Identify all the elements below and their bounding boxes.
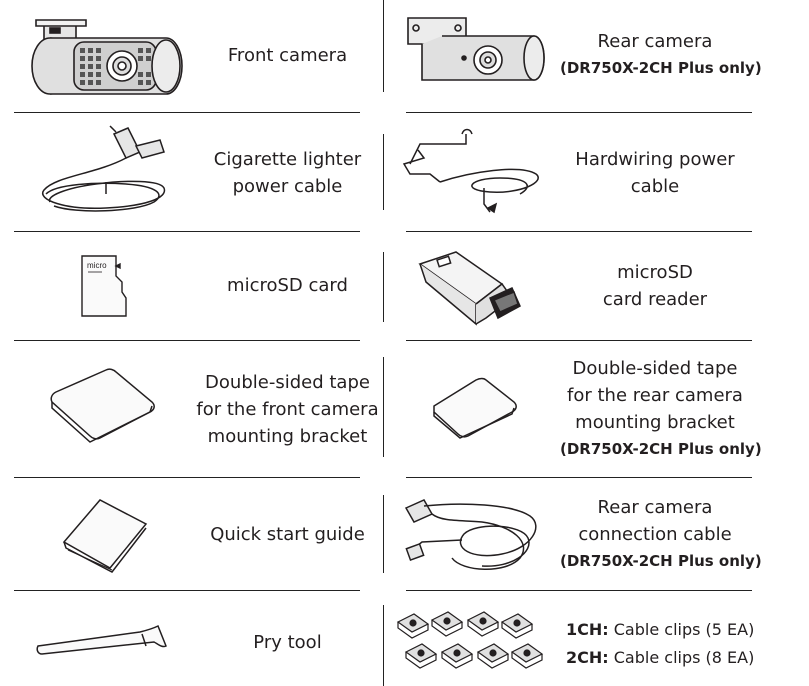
- pry-tool-label: Pry tool: [200, 629, 375, 656]
- tape-rear-icon: [430, 376, 520, 442]
- column-divider: [383, 357, 384, 457]
- column-divider: [383, 0, 384, 92]
- row-divider: [406, 231, 752, 232]
- label-line: cable: [630, 176, 680, 197]
- column-divider: [383, 134, 384, 210]
- label-line: Quick start guide: [210, 524, 365, 545]
- quick-start-guide-icon: [60, 498, 150, 573]
- microsd-card-icon: micro: [80, 254, 128, 318]
- column-divider: [383, 605, 384, 686]
- clips-2ch-prefix: 2CH:: [566, 648, 609, 667]
- label-line: Cigarette lighter: [213, 149, 362, 170]
- clips-2ch-text: Cable clips (8 EA): [608, 648, 755, 667]
- cable-clips-icon: [394, 611, 552, 674]
- label-line: Hardwiring power: [575, 149, 735, 170]
- hardwiring-cable-label: Hardwiring power cable: [560, 146, 750, 200]
- label-line: Rear camera: [597, 497, 713, 518]
- cable-clips-label: 1CH: Cable clips (5 EA) 2CH: Cable clips…: [566, 616, 754, 672]
- row-divider: [406, 477, 752, 478]
- row-divider: [406, 590, 752, 591]
- clips-1ch-text: Cable clips (5 EA): [608, 620, 755, 639]
- cigarette-lighter-cable-icon: [36, 124, 176, 224]
- tape-rear-label: Double-sided tape for the rear camera mo…: [560, 355, 762, 463]
- model-note: (DR750X-2CH Plus only): [560, 59, 762, 77]
- label-line: mounting bracket: [207, 426, 368, 447]
- row-divider: [14, 590, 360, 591]
- row-divider: [406, 112, 752, 113]
- label-line: Rear camera: [597, 31, 713, 52]
- label-line: Front camera: [227, 45, 348, 66]
- microsd-logo-text: micro: [87, 261, 107, 270]
- label-line: microSD: [617, 262, 693, 283]
- row-divider: [14, 112, 360, 113]
- rear-camera-icon: [402, 14, 547, 86]
- rear-connection-cable-icon: [402, 492, 542, 582]
- label-line: Pry tool: [253, 632, 322, 653]
- row-divider: [14, 231, 360, 232]
- label-line: connection cable: [578, 524, 732, 545]
- card-reader-label: microSD card reader: [560, 259, 750, 313]
- column-divider: [383, 495, 384, 573]
- row-divider: [14, 477, 360, 478]
- column-divider: [383, 252, 384, 322]
- label-line: power cable: [232, 176, 343, 197]
- microsd-card-label: microSD card: [200, 272, 375, 299]
- cigarette-cable-label: Cigarette lighter power cable: [200, 146, 375, 200]
- label-line: for the front camera: [196, 399, 379, 420]
- label-line: card reader: [602, 289, 708, 310]
- label-line: for the rear camera: [567, 385, 743, 406]
- label-line: Double-sided tape: [205, 372, 370, 393]
- label-line: Double-sided tape: [572, 358, 738, 379]
- tape-front-label: Double-sided tape for the front camera m…: [195, 369, 380, 450]
- clips-1ch-prefix: 1CH:: [566, 620, 609, 639]
- label-line: microSD card: [227, 275, 348, 296]
- pry-tool-icon: [36, 624, 170, 660]
- row-divider: [14, 340, 360, 341]
- front-camera-label: Front camera: [200, 42, 375, 69]
- rear-connection-cable-label: Rear camera connection cable (DR750X-2CH…: [560, 494, 762, 575]
- card-reader-icon: [416, 248, 526, 330]
- tape-front-icon: [48, 368, 158, 452]
- quick-guide-label: Quick start guide: [200, 521, 375, 548]
- rear-camera-label: Rear camera (DR750X-2CH Plus only): [560, 28, 762, 82]
- hardwiring-cable-icon: [400, 124, 545, 224]
- label-line: mounting bracket: [575, 412, 735, 433]
- model-note: (DR750X-2CH Plus only): [560, 440, 762, 458]
- front-camera-icon: [26, 14, 186, 102]
- model-note: (DR750X-2CH Plus only): [560, 552, 762, 570]
- row-divider: [406, 340, 752, 341]
